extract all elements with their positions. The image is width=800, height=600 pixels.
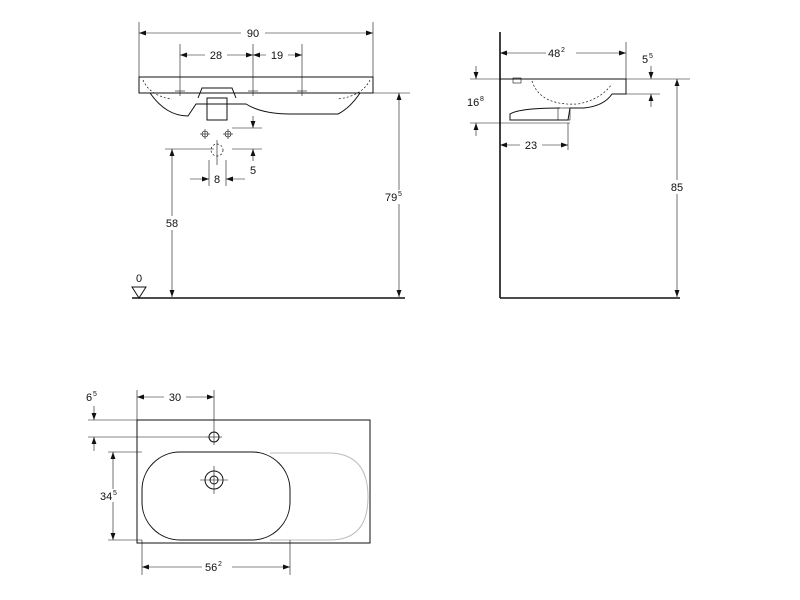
label-front-rim-height-sup: 5	[398, 191, 402, 198]
label-top-bowl-depth: 34	[100, 491, 112, 503]
front-view: 90 28 19 8 5 58 79 5 0	[131, 22, 414, 299]
label-front-waste-offset: 5	[250, 165, 256, 177]
front-waste-fixings	[200, 129, 233, 165]
label-top-bowl-depth-sup: 5	[113, 490, 117, 497]
front-bowl-inner	[142, 79, 371, 100]
side-view: 48 2 5 5 16 8 23 85	[467, 32, 690, 299]
label-side-trap-height: 16	[467, 97, 479, 109]
label-side-trap-height-sup: 8	[480, 96, 484, 103]
front-basin-slab	[138, 76, 374, 94]
label-front-rim-height: 79	[385, 192, 397, 204]
label-floor-level: 0	[136, 273, 142, 285]
top-waste	[200, 466, 228, 494]
side-bowl-inner	[531, 80, 613, 105]
top-basin-outline	[136, 419, 371, 544]
label-top-tap-x: 30	[169, 392, 181, 404]
label-front-hole-right: 19	[271, 50, 283, 62]
floor-level-triangle	[131, 286, 147, 299]
label-side-rim-sup: 5	[649, 53, 653, 60]
label-side-depth-sup: 2	[561, 47, 565, 54]
label-front-waste-height: 58	[166, 218, 178, 230]
label-side-total-height: 85	[671, 182, 683, 194]
label-front-waste-spacing: 8	[214, 174, 220, 186]
top-bowl	[141, 451, 291, 541]
label-top-tap-y-sup: 5	[93, 391, 97, 398]
label-front-width: 90	[247, 28, 259, 40]
side-basin-profile	[500, 78, 627, 121]
label-side-rim: 5	[642, 54, 648, 66]
top-tap-hole	[206, 429, 222, 445]
label-front-hole-left: 28	[210, 50, 222, 62]
top-shelf-outline	[270, 452, 369, 541]
label-top-bowl-width-sup: 2	[218, 561, 222, 568]
label-top-tap-y: 6	[86, 392, 92, 404]
top-view: 30 6 5 34 5 56 2	[86, 390, 371, 575]
front-bowl-underside	[149, 92, 361, 117]
front-tap-holes	[175, 86, 307, 96]
front-waste-outlet	[206, 97, 228, 121]
label-side-trap-depth: 23	[525, 140, 537, 152]
label-side-depth: 48	[548, 48, 560, 60]
label-top-bowl-width: 56	[205, 562, 217, 574]
